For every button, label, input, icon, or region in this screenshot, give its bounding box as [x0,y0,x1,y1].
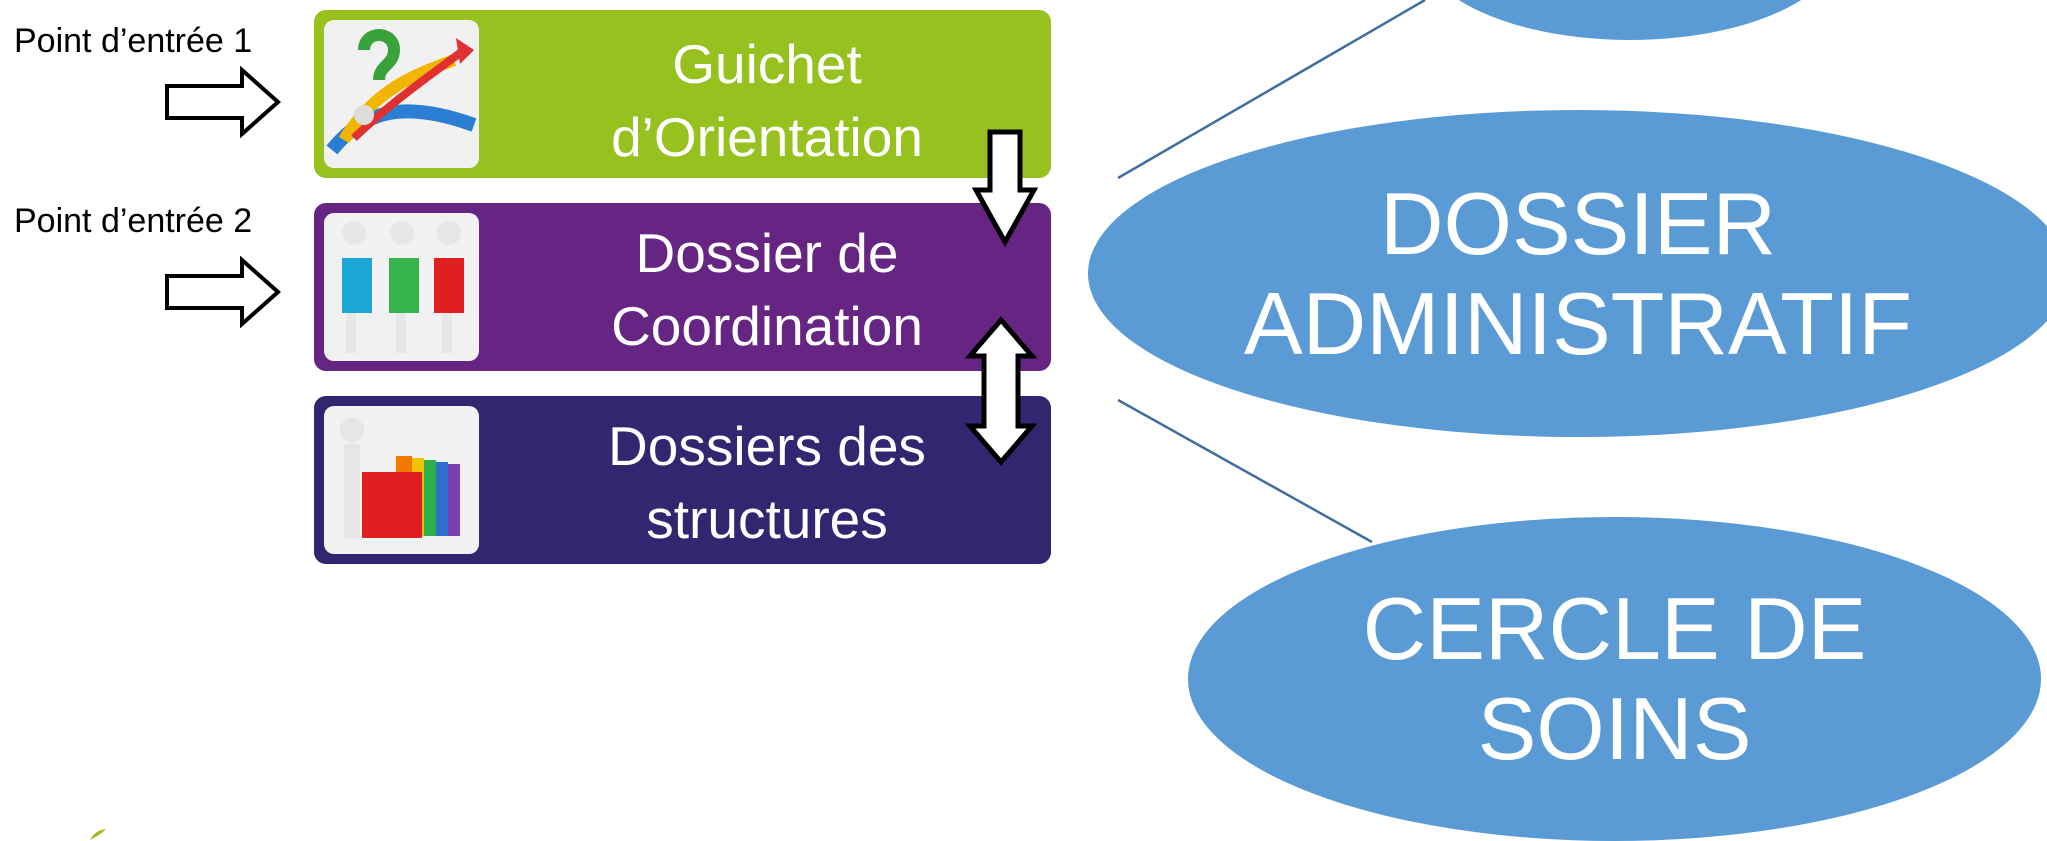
ellipse-line: DOSSIER [1379,173,1777,273]
dossier-coordination-text: Dossier de Coordination [572,217,962,363]
dossier-coordination-box: Dossier de Coordination [314,203,1051,371]
puzzle-figures-icon [324,213,479,361]
ellipse-line: ADMINISTRATIF [1243,273,1913,373]
guichet-orientation-box: Guichet d’Orientation [314,10,1051,178]
dossiers-structures-text: Dossiers des structures [572,410,962,556]
box-line: Coordination [611,295,923,357]
double-arrow [964,316,1038,466]
folder-figure-icon [324,406,479,554]
box-line: Guichet [672,33,862,95]
dossier-administratif-ellipse: DOSSIER ADMINISTRATIF [1088,110,2047,437]
crossroads-arrows-icon [324,20,479,168]
box-line: Dossiers des [608,415,926,477]
entry-arrow-2 [165,256,282,328]
connector-line-top [1117,0,1426,180]
ellipse-line: SOINS [1477,679,1752,778]
down-arrow [971,129,1039,248]
guichet-orientation-text: Guichet d’Orientation [572,28,962,174]
entry-point-1-label: Point d’entrée 1 [14,22,253,60]
entry-point-2-label: Point d’entrée 2 [14,202,253,240]
cercle-de-soins-ellipse: CERCLE DE SOINS [1188,517,2041,841]
logo-sprout-icon [90,829,106,840]
connector-line-bottom [1117,398,1373,544]
box-line: Dossier de [635,222,899,284]
box-line: structures [646,488,888,550]
dossiers-structures-box: Dossiers des structures [314,396,1051,564]
entry-arrow-1 [165,66,282,138]
ellipse-line: CERCLE DE [1362,579,1867,678]
box-line: d’Orientation [611,106,923,168]
